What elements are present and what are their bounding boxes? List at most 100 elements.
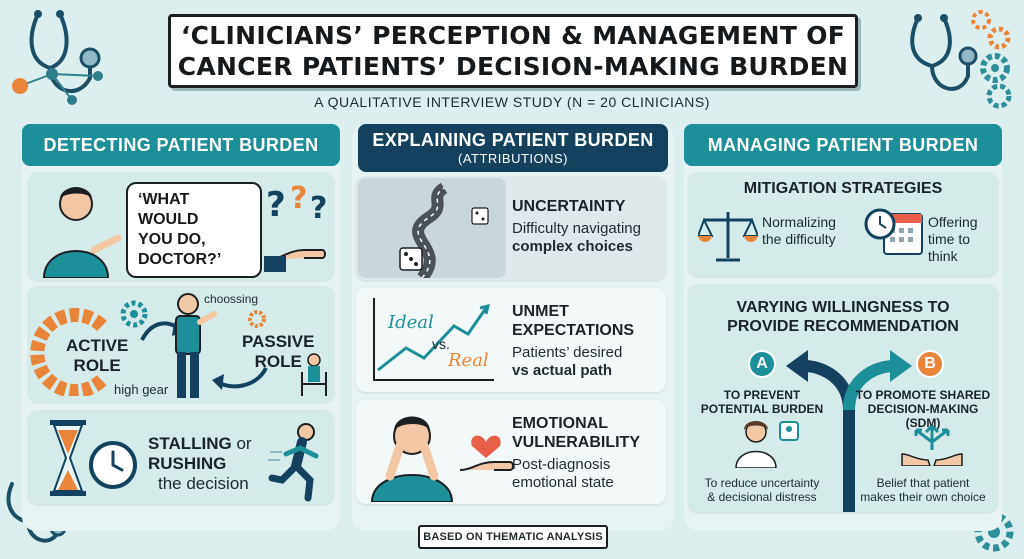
running-person-icon bbox=[268, 423, 319, 502]
explaining-header-sub: (ATTRIBUTIONS) bbox=[457, 151, 569, 166]
svg-text:?: ? bbox=[290, 181, 307, 216]
stalling-card: STALLING or RUSHING the decision bbox=[28, 410, 334, 504]
quote-line-1: ‘WHAT WOULD bbox=[138, 191, 199, 228]
willingness-title: VARYING WILLINGNESS TO PROVIDE RECOMMEND… bbox=[688, 298, 998, 336]
offering-line-2: time to bbox=[928, 231, 971, 247]
roles-card: choossing ACTIVE ROLE PASSIVE ROLE bbox=[28, 286, 334, 402]
vs-label: vs. bbox=[432, 336, 450, 352]
option-a-badge: A bbox=[748, 350, 776, 378]
option-b-badge: B bbox=[916, 350, 944, 378]
unmet-expectations-card: Ideal vs. Real UNMET EXPECTATIONS Patien… bbox=[356, 288, 666, 392]
doctor-quote-bubble: ‘WHAT WOULD YOU DO, DOCTOR?’ bbox=[126, 182, 262, 278]
detecting-header: DETECTING PATIENT BURDEN bbox=[22, 124, 340, 166]
normalizing-line-1: Normalizing bbox=[762, 214, 836, 230]
orange-gear-icon bbox=[30, 308, 107, 396]
normalizing-label: Normalizing the difficulty bbox=[762, 214, 836, 248]
willingness-card: VARYING WILLINGNESS TO PROVIDE RECOMMEND… bbox=[688, 284, 998, 512]
offering-line-1: Offering bbox=[928, 214, 978, 230]
active-role-line-2: ROLE bbox=[73, 356, 121, 375]
prevent-line-2: POTENTIAL BURDEN bbox=[700, 402, 824, 416]
quote-line-2: YOU DO, bbox=[138, 231, 206, 248]
unmet-desc: Patients’ desired vs actual path bbox=[512, 344, 622, 380]
teal-gear-icon bbox=[120, 300, 148, 328]
passive-role-label: PASSIVE ROLE bbox=[242, 332, 314, 372]
offering-label: Offering time to think bbox=[928, 214, 978, 265]
emotional-title-line-2: VULNERABILITY bbox=[512, 434, 640, 451]
winding-road-icon bbox=[358, 178, 506, 278]
emotional-desc: Post-diagnosis emotional state bbox=[512, 456, 614, 492]
active-role-label: ACTIVE ROLE bbox=[66, 336, 128, 376]
orange-small-gear-icon bbox=[248, 310, 266, 328]
stalling-rushing-label: STALLING or RUSHING the decision bbox=[148, 434, 252, 494]
gears-icon bbox=[971, 10, 1012, 109]
explaining-column: EXPLAINING PATIENT BURDEN (ATTRIBUTIONS)… bbox=[352, 124, 674, 531]
prevent-label: TO PREVENT POTENTIAL BURDEN bbox=[692, 388, 832, 416]
molecule-icon bbox=[12, 68, 103, 105]
unmet-desc-line-1: Patients’ desired bbox=[512, 344, 623, 361]
stethoscope-icon bbox=[910, 14, 978, 91]
unmet-desc-line-2: vs actual path bbox=[512, 362, 613, 379]
willingness-title-line-2: PROVIDE RECOMMENDATION bbox=[727, 318, 959, 335]
seated-person-icon bbox=[301, 353, 327, 396]
managing-header: MANAGING PATIENT BURDEN bbox=[684, 124, 1002, 166]
offering-line-3: think bbox=[928, 248, 958, 264]
detecting-column: DETECTING PATIENT BURDEN ‘WHAT WOULD YOU… bbox=[22, 124, 340, 531]
fork-arrow-icon bbox=[786, 350, 912, 512]
page-subtitle: A QUALITATIVE INTERVIEW STUDY (N = 20 CL… bbox=[314, 94, 710, 110]
belief-line-1: Belief that patient bbox=[876, 476, 970, 490]
managing-column: MANAGING PATIENT BURDEN MITIGATION STRAT… bbox=[684, 124, 1002, 531]
hourglass-icon bbox=[50, 420, 86, 496]
balance-scale-icon bbox=[698, 212, 758, 262]
footer-banner: BASED ON THEMATIC ANALYSIS bbox=[418, 525, 608, 549]
real-label: Real bbox=[448, 350, 489, 371]
emotional-title-line-1: EMOTIONAL bbox=[512, 415, 608, 432]
mitigation-card: MITIGATION STRATEGIES Normalizing the di… bbox=[688, 172, 998, 276]
belief-label: Belief that patient makes their own choi… bbox=[850, 476, 996, 504]
quote-card: ‘WHAT WOULD YOU DO, DOCTOR?’ ? ? ? bbox=[28, 172, 334, 280]
promote-line-2: DECISION-MAKING bbox=[867, 402, 979, 416]
page-title-line-1: ‘CLINICIANS’ PERCEPTION & MANAGEMENT OF bbox=[180, 21, 846, 50]
return-arrow-icon bbox=[212, 366, 268, 390]
standing-person-icon bbox=[175, 293, 217, 398]
reduce-line-2: & decisional distress bbox=[707, 490, 817, 504]
passive-role-line-2: ROLE bbox=[254, 352, 302, 371]
uncertainty-desc-line-1: Difficulty navigating bbox=[512, 220, 641, 237]
open-hand-icon bbox=[264, 249, 326, 272]
patient-person-icon bbox=[42, 187, 122, 278]
page-title-line-2: CANCER PATIENTS’ DECISION-MAKING BURDEN bbox=[177, 52, 849, 81]
promote-line-1: TO PROMOTE SHARED bbox=[855, 388, 991, 402]
prevent-line-1: TO PREVENT bbox=[723, 388, 801, 402]
title-banner: ‘CLINICIANS’ PERCEPTION & MANAGEMENT OF … bbox=[168, 14, 858, 88]
emotional-title: EMOTIONAL VULNERABILITY bbox=[512, 414, 640, 452]
stalling-word: STALLING bbox=[148, 434, 232, 453]
svg-text:?: ? bbox=[310, 191, 327, 224]
explaining-header: EXPLAINING PATIENT BURDEN (ATTRIBUTIONS) bbox=[358, 124, 668, 172]
uncertainty-desc-line-2: complex choices bbox=[512, 238, 633, 255]
heart-in-hand-icon bbox=[459, 435, 514, 471]
clock-calendar-icon bbox=[864, 208, 923, 255]
clock-icon bbox=[89, 441, 137, 489]
doctor-icon bbox=[735, 421, 799, 468]
active-role-line-1: ACTIVE bbox=[66, 336, 129, 355]
unmet-title: UNMET EXPECTATIONS bbox=[512, 302, 634, 340]
the-decision-label: the decision bbox=[158, 474, 249, 493]
mitigation-title: MITIGATION STRATEGIES bbox=[743, 180, 943, 197]
rushing-word: RUSHING bbox=[148, 454, 227, 473]
quote-line-3: DOCTOR?’ bbox=[138, 251, 222, 268]
emotional-vulnerability-card: EMOTIONAL VULNERABILITY Post-diagnosis e… bbox=[356, 400, 666, 504]
svg-text:?: ? bbox=[266, 185, 286, 224]
hands-arrows-icon bbox=[901, 424, 963, 466]
emotional-desc-line-2: emotional state bbox=[512, 474, 614, 491]
belief-line-2: makes their own choice bbox=[860, 490, 986, 504]
ideal-label: Ideal bbox=[388, 312, 434, 333]
uncertainty-title: UNCERTAINTY bbox=[512, 198, 626, 215]
choosing-label: choossing bbox=[204, 292, 259, 306]
unmet-title-line-2: EXPECTATIONS bbox=[512, 322, 635, 339]
explaining-header-title: EXPLAINING PATIENT BURDEN bbox=[372, 130, 654, 150]
passive-role-line-1: PASSIVE bbox=[242, 332, 315, 351]
reduce-label: To reduce uncertainty & decisional distr… bbox=[692, 476, 832, 504]
ideal-vs-real-chart-icon bbox=[373, 298, 494, 381]
uncertainty-card: UNCERTAINTY Difficulty navigating comple… bbox=[356, 176, 666, 280]
normalizing-line-2: the difficulty bbox=[762, 231, 836, 247]
reduce-line-1: To reduce uncertainty bbox=[704, 476, 820, 490]
